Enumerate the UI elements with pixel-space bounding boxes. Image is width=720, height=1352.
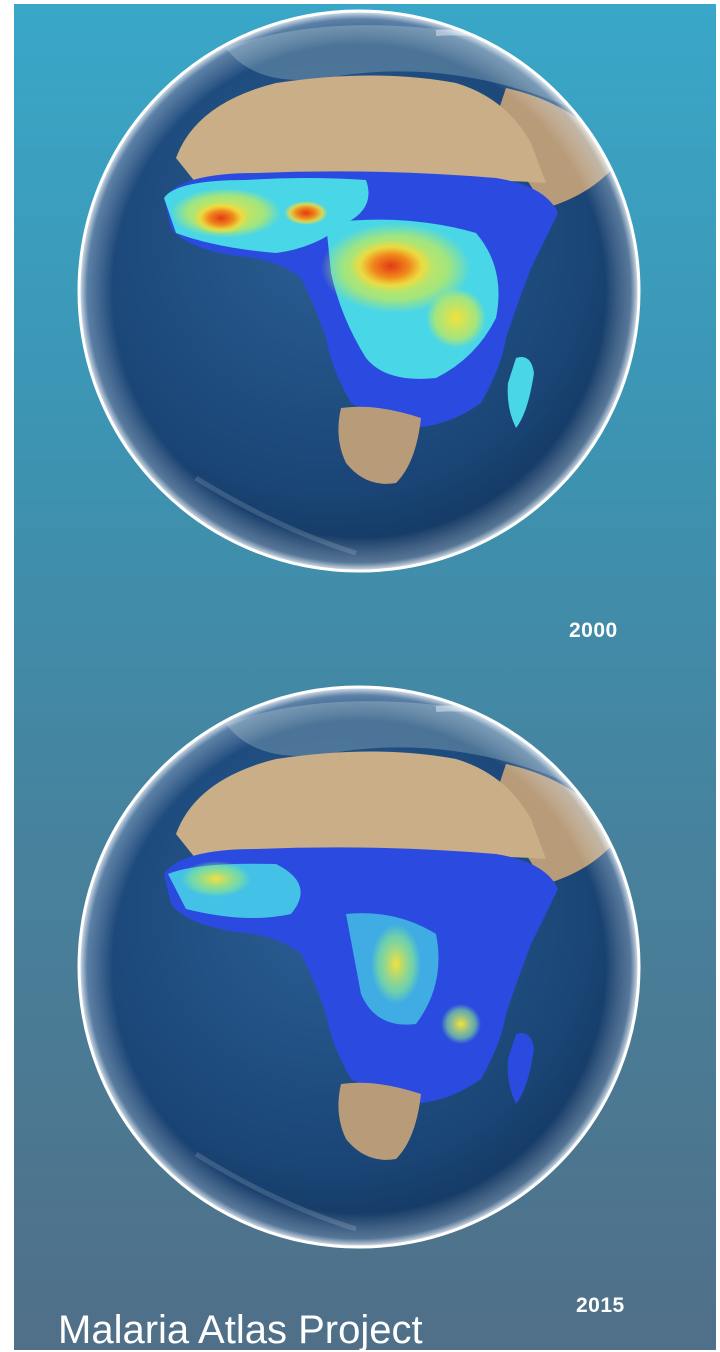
globe-2000-map (77, 9, 641, 573)
figure-panel: 2000 (14, 4, 716, 1350)
globe-2015 (76, 684, 642, 1250)
year-label-2015: 2015 (576, 1294, 625, 1317)
globe-2000 (76, 8, 642, 574)
globe-2015-map (77, 685, 641, 1249)
source-caption: Malaria Atlas Project (58, 1308, 423, 1350)
year-label-2000: 2000 (569, 619, 618, 642)
